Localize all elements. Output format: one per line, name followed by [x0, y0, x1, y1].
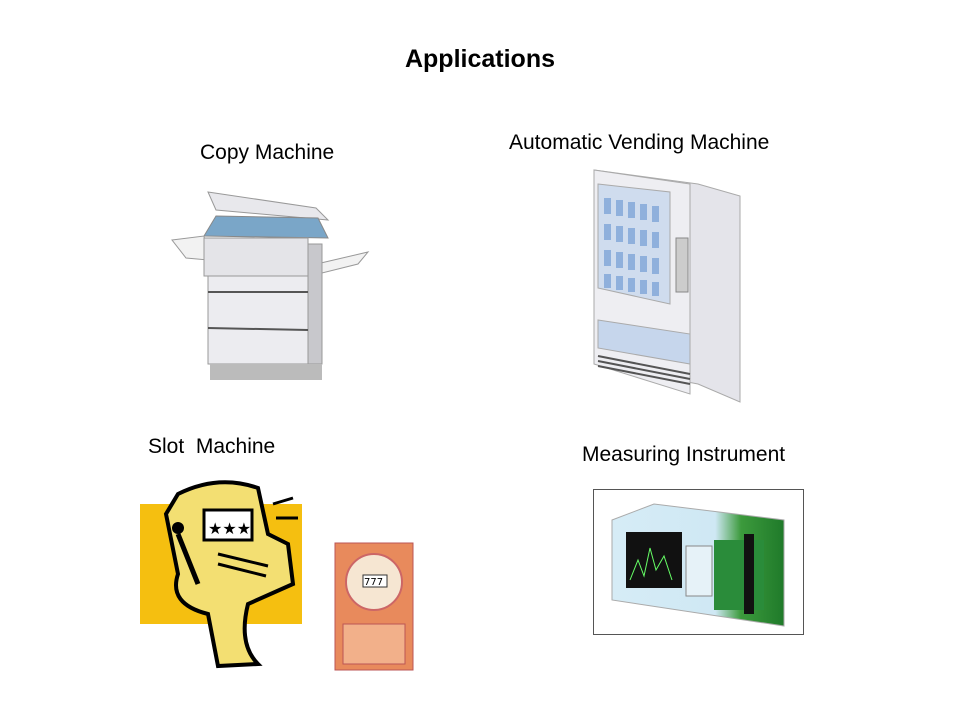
- svg-text:777: 777: [364, 577, 383, 588]
- copy-machine-label: Copy Machine: [200, 141, 335, 164]
- copy-machine-image: [171, 191, 370, 380]
- vending-machine-image: [593, 169, 741, 403]
- svg-text:★★★: ★★★: [208, 519, 251, 538]
- vending-machine-label: Automatic Vending Machine: [509, 131, 770, 154]
- measuring-instrument-frame: [593, 489, 804, 635]
- measuring-instrument-image: [611, 503, 785, 627]
- slot-machine-image: ★★★ 777: [140, 480, 414, 671]
- slot-machine-label: Slot Machine: [148, 435, 276, 458]
- slide-title: Applications: [404, 45, 555, 73]
- measuring-instrument-label: Measuring Instrument: [582, 443, 786, 466]
